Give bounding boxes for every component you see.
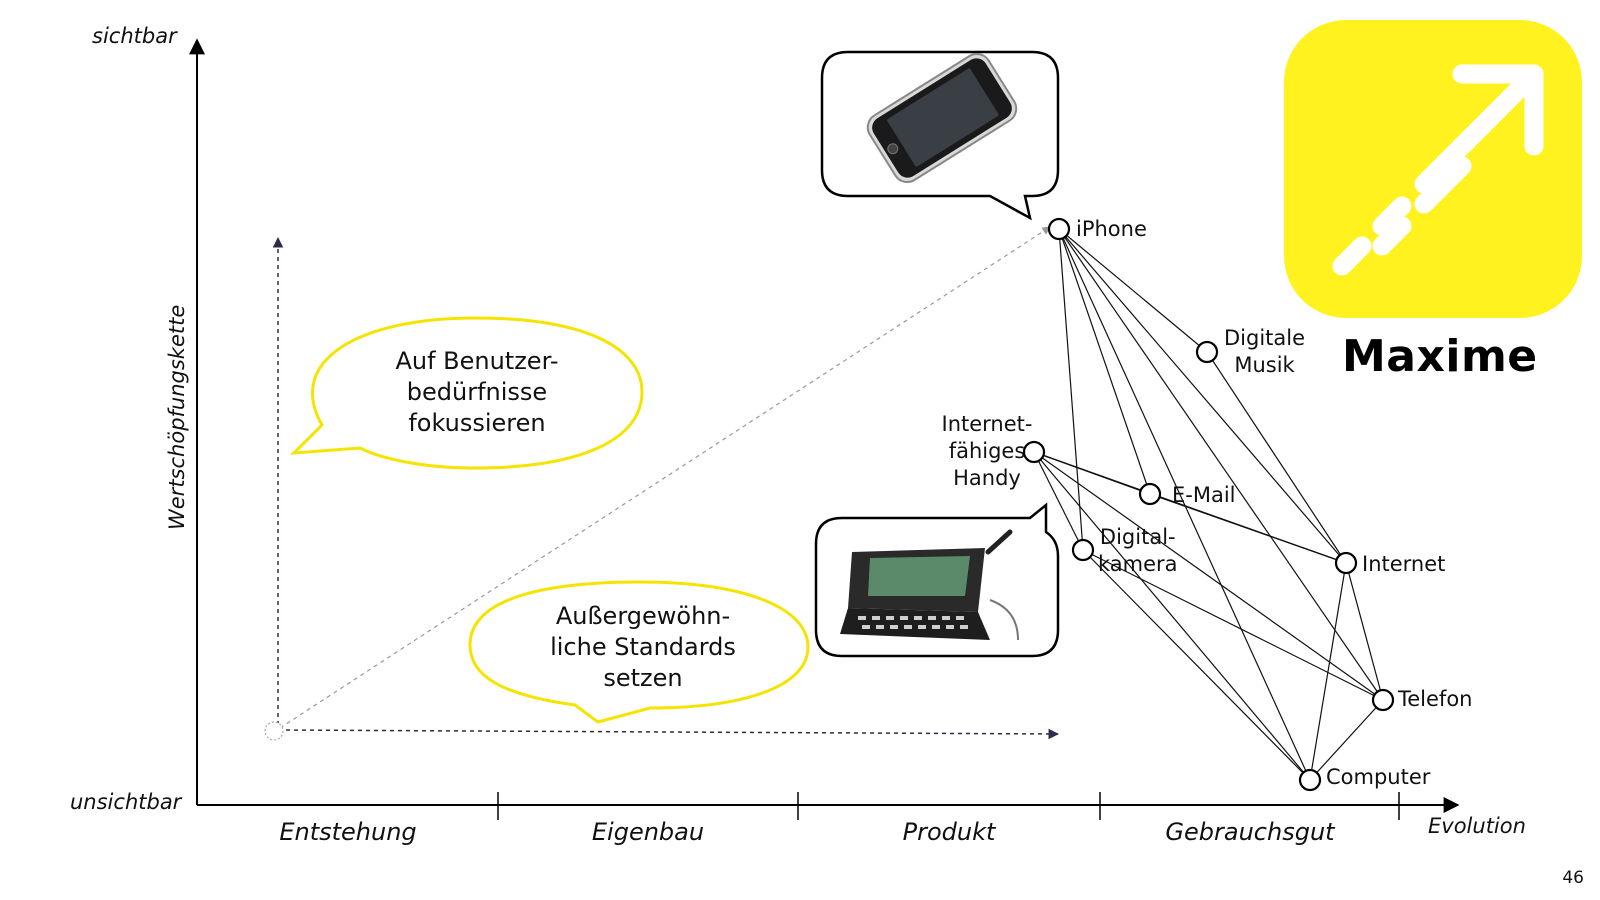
smartphone-image — [866, 52, 1018, 184]
node-label-internet: Internet — [1362, 552, 1446, 576]
node-label-iphone: iPhone — [1076, 217, 1147, 241]
node-label-email: E-Mail — [1172, 483, 1236, 507]
edge-handy-computer — [1033, 451, 1311, 781]
edge-iphone-computer — [1058, 228, 1311, 781]
dashed-arrow-diagonal — [279, 226, 1051, 729]
maxime-logo-tile — [1284, 20, 1582, 318]
node-iphone — [1047, 217, 1071, 241]
edge-handy-telefon — [1033, 451, 1384, 701]
edge-kamera-telefon — [1082, 549, 1384, 701]
node-handy — [1022, 440, 1046, 464]
phase-label-eigenbau: Eigenbau — [591, 818, 705, 846]
bubble-text-bottom: Außergewöhn- liche Standards setzen — [550, 602, 736, 692]
edge-iphone-musik — [1058, 228, 1208, 353]
edge-internet-telefon — [1345, 562, 1384, 701]
node-telefon — [1371, 688, 1395, 712]
page-number: 46 — [1562, 868, 1584, 888]
node-label-internetfaehiges-handy: Internet- fähiges Handy — [941, 412, 1033, 490]
y-axis-top-label: sichtbar — [92, 24, 177, 48]
edge-telefon-computer — [1309, 699, 1384, 781]
node-internet — [1334, 551, 1358, 575]
speech-bubble-bottom — [468, 580, 810, 724]
dependency-edges — [1033, 228, 1384, 781]
node-label-digitale-musik: Digitale Musik — [1224, 326, 1306, 377]
bubble-text-left: Auf Benutzer- bedürfnisse fokussieren — [395, 347, 559, 437]
node-kamera — [1071, 538, 1095, 562]
node-computer — [1298, 768, 1322, 792]
phase-label-entstehung: Entstehung — [279, 818, 417, 846]
node-label-telefon: Telefon — [1398, 687, 1473, 711]
y-axis-bottom-label: unsichtbar — [70, 790, 182, 814]
edge-iphone-email — [1058, 228, 1151, 495]
edge-iphone-kamera — [1058, 228, 1084, 551]
edge-musik-internet — [1206, 351, 1347, 564]
phase-label-gebrauchsgut: Gebrauchsgut — [1165, 818, 1335, 846]
edge-iphone-internet — [1058, 228, 1347, 564]
x-axis-title: Evolution — [1428, 814, 1526, 838]
origin-point — [264, 721, 284, 741]
dashed-arrow-right — [277, 728, 1060, 740]
edge-internet-computer — [1309, 562, 1347, 781]
node-musik — [1195, 340, 1219, 364]
dependency-nodes — [1022, 217, 1395, 792]
edge-kamera-computer — [1082, 549, 1311, 781]
communicator-phone-image — [840, 529, 1019, 641]
node-email — [1138, 482, 1162, 506]
speech-bubble-left — [290, 316, 644, 470]
node-label-digitalkamera: Digital- kamera — [1098, 525, 1178, 576]
node-label-computer: Computer — [1326, 765, 1431, 789]
rising-arrow-icon — [1332, 64, 1544, 276]
edge-email-internet — [1149, 493, 1347, 564]
y-axis-title: Wertschöpfungskette — [165, 304, 189, 530]
maxime-logo-wordmark: Maxime — [1342, 331, 1538, 382]
edge-iphone-telefon — [1058, 228, 1384, 701]
edge-handy-kamera — [1033, 451, 1084, 551]
phase-label-produkt: Produkt — [902, 818, 996, 846]
